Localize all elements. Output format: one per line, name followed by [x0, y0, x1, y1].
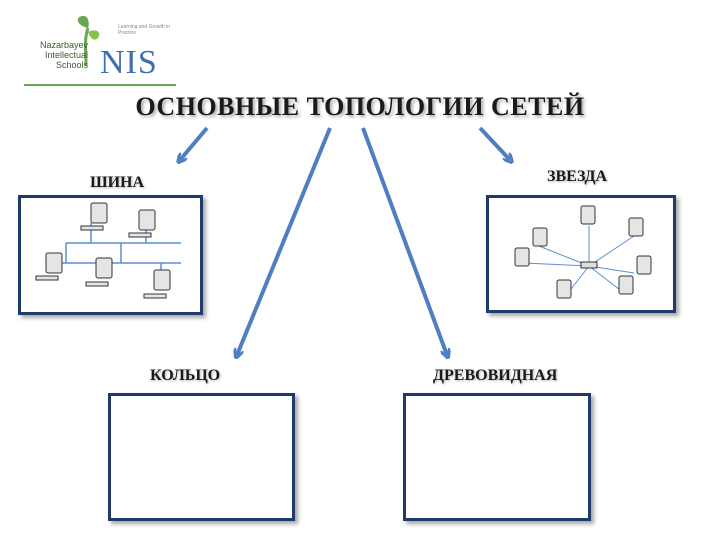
arrow-to-tree: [363, 128, 447, 355]
computer-icons: [36, 203, 170, 298]
hub-icon: [581, 262, 597, 268]
arrow-to-bus: [180, 128, 207, 160]
label-tree: ДРЕВОВИДНАЯ: [433, 367, 557, 385]
arrow-to-star: [480, 128, 510, 160]
label-bus: ШИНА: [90, 174, 144, 192]
arrow-to-ring: [237, 128, 330, 355]
star-network-diagram: [489, 198, 673, 310]
label-star: ЗВЕЗДА: [547, 168, 607, 186]
bus-topology-box: [18, 195, 203, 315]
ring-topology-box: [108, 393, 295, 521]
computer-icons: [515, 206, 651, 298]
tree-topology-box: [403, 393, 591, 521]
bus-network-diagram: [21, 198, 200, 312]
label-ring: КОЛЬЦО: [150, 367, 220, 385]
star-topology-box: [486, 195, 676, 313]
